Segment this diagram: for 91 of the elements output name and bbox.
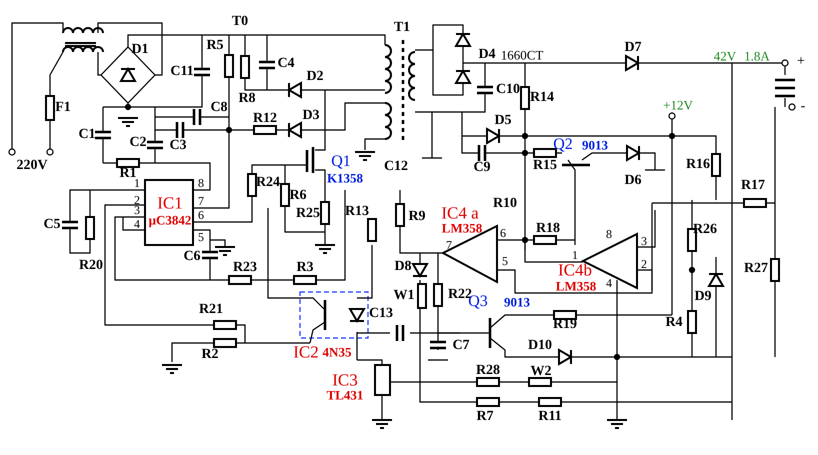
component-label: D3 <box>302 109 320 123</box>
part-number: LM358 <box>442 222 482 234</box>
ic-label: IC1 <box>157 194 183 212</box>
ic-label: IC4b <box>558 262 592 278</box>
pin-number: 8 <box>606 228 612 240</box>
pin-number: 5 <box>502 255 508 267</box>
component-label: R9 <box>408 210 426 224</box>
pin-number: 2 <box>641 258 647 270</box>
component-label: R2 <box>201 348 219 362</box>
pin-number: 1 <box>572 249 578 261</box>
component-label: C2 <box>129 136 147 150</box>
terminal-sign: - <box>800 100 806 114</box>
component-label: C11 <box>170 65 194 79</box>
terminal-sign: + <box>797 55 805 69</box>
component-label: C5 <box>43 218 61 232</box>
voltage-label: 1.8A <box>744 50 770 62</box>
pin-number: 3 <box>134 204 140 216</box>
component-label: R6 <box>289 189 307 203</box>
component-label: R8 <box>238 92 256 106</box>
part-number: 4N35 <box>322 346 352 358</box>
component-label: R28 <box>476 364 500 378</box>
component-label: W2 <box>530 365 552 379</box>
component-label: R11 <box>538 410 562 424</box>
component-label: T0 <box>232 15 248 29</box>
voltage-label: 42V <box>714 50 736 62</box>
part-number: TL431 <box>326 388 364 402</box>
component-label: D6 <box>624 174 642 188</box>
pin-number: 1 <box>134 177 140 189</box>
part-number: 9013 <box>582 138 608 152</box>
component-label: C9 <box>473 161 491 175</box>
component-label: R3 <box>296 261 314 275</box>
pin-number: 8 <box>198 177 204 189</box>
component-label: R14 <box>530 91 554 105</box>
component-label: C13 <box>368 307 394 321</box>
voltage-label: +12V <box>663 98 693 112</box>
part-number: μC3842 <box>148 214 192 226</box>
pin-number: 7 <box>446 239 452 251</box>
component-label: R15 <box>532 159 558 173</box>
component-label: R27 <box>744 262 768 276</box>
component-label: C6 <box>183 250 201 264</box>
part-number: 1660CT <box>500 48 544 62</box>
component-label: C4 <box>277 57 295 71</box>
pin-number: 7 <box>198 195 204 207</box>
component-label: D1 <box>131 43 149 57</box>
component-label: R17 <box>740 179 766 193</box>
transistor-label: Q2 <box>553 137 573 153</box>
component-label: D5 <box>494 114 512 128</box>
component-label: R18 <box>536 222 560 236</box>
pin-number: 6 <box>198 209 204 221</box>
component-label: D10 <box>528 339 552 353</box>
component-label: R20 <box>78 259 104 273</box>
pin-number: 5 <box>198 231 204 243</box>
component-label: C12 <box>384 160 408 174</box>
part-number: LM358 <box>556 280 596 292</box>
component-label: C1 <box>78 128 96 142</box>
component-label: D4 <box>478 48 496 62</box>
component-label: C3 <box>169 139 187 153</box>
component-label: T1 <box>394 21 410 35</box>
component-label: R25 <box>296 207 320 221</box>
part-number: 9013 <box>504 296 530 308</box>
component-label: R4 <box>665 316 683 330</box>
ic-label: IC4 a <box>441 204 479 222</box>
ic-label: IC3 <box>332 372 358 388</box>
component-label: C8 <box>210 101 228 115</box>
component-label: R1 <box>119 167 137 181</box>
component-label: R7 <box>476 410 494 424</box>
component-label: R12 <box>252 112 278 126</box>
part-number: K1358 <box>326 172 364 184</box>
transistor-label: Q1 <box>331 154 351 170</box>
component-label: R24 <box>256 176 280 190</box>
component-label: C10 <box>496 83 520 97</box>
component-label: R5 <box>206 39 224 53</box>
pin-number: 4 <box>134 218 140 230</box>
pin-number: 4 <box>606 277 612 289</box>
pin-number: 3 <box>641 235 647 247</box>
component-label: W1 <box>394 289 414 303</box>
component-label: D7 <box>624 41 642 55</box>
component-label: D8 <box>394 260 412 274</box>
component-label: 220V <box>16 159 48 173</box>
component-label: R23 <box>232 261 258 275</box>
component-label: C7 <box>452 339 470 353</box>
ic-label: IC2 <box>293 344 319 360</box>
pin-number: 6 <box>500 227 506 239</box>
component-label: R13 <box>344 205 370 219</box>
component-label: R21 <box>198 303 224 317</box>
component-label: D2 <box>306 70 324 84</box>
component-label: F1 <box>55 101 71 115</box>
component-label: D9 <box>694 290 712 304</box>
pin-number: 2 <box>134 194 140 206</box>
component-label: R16 <box>686 158 710 172</box>
component-label: R10 <box>492 197 518 211</box>
